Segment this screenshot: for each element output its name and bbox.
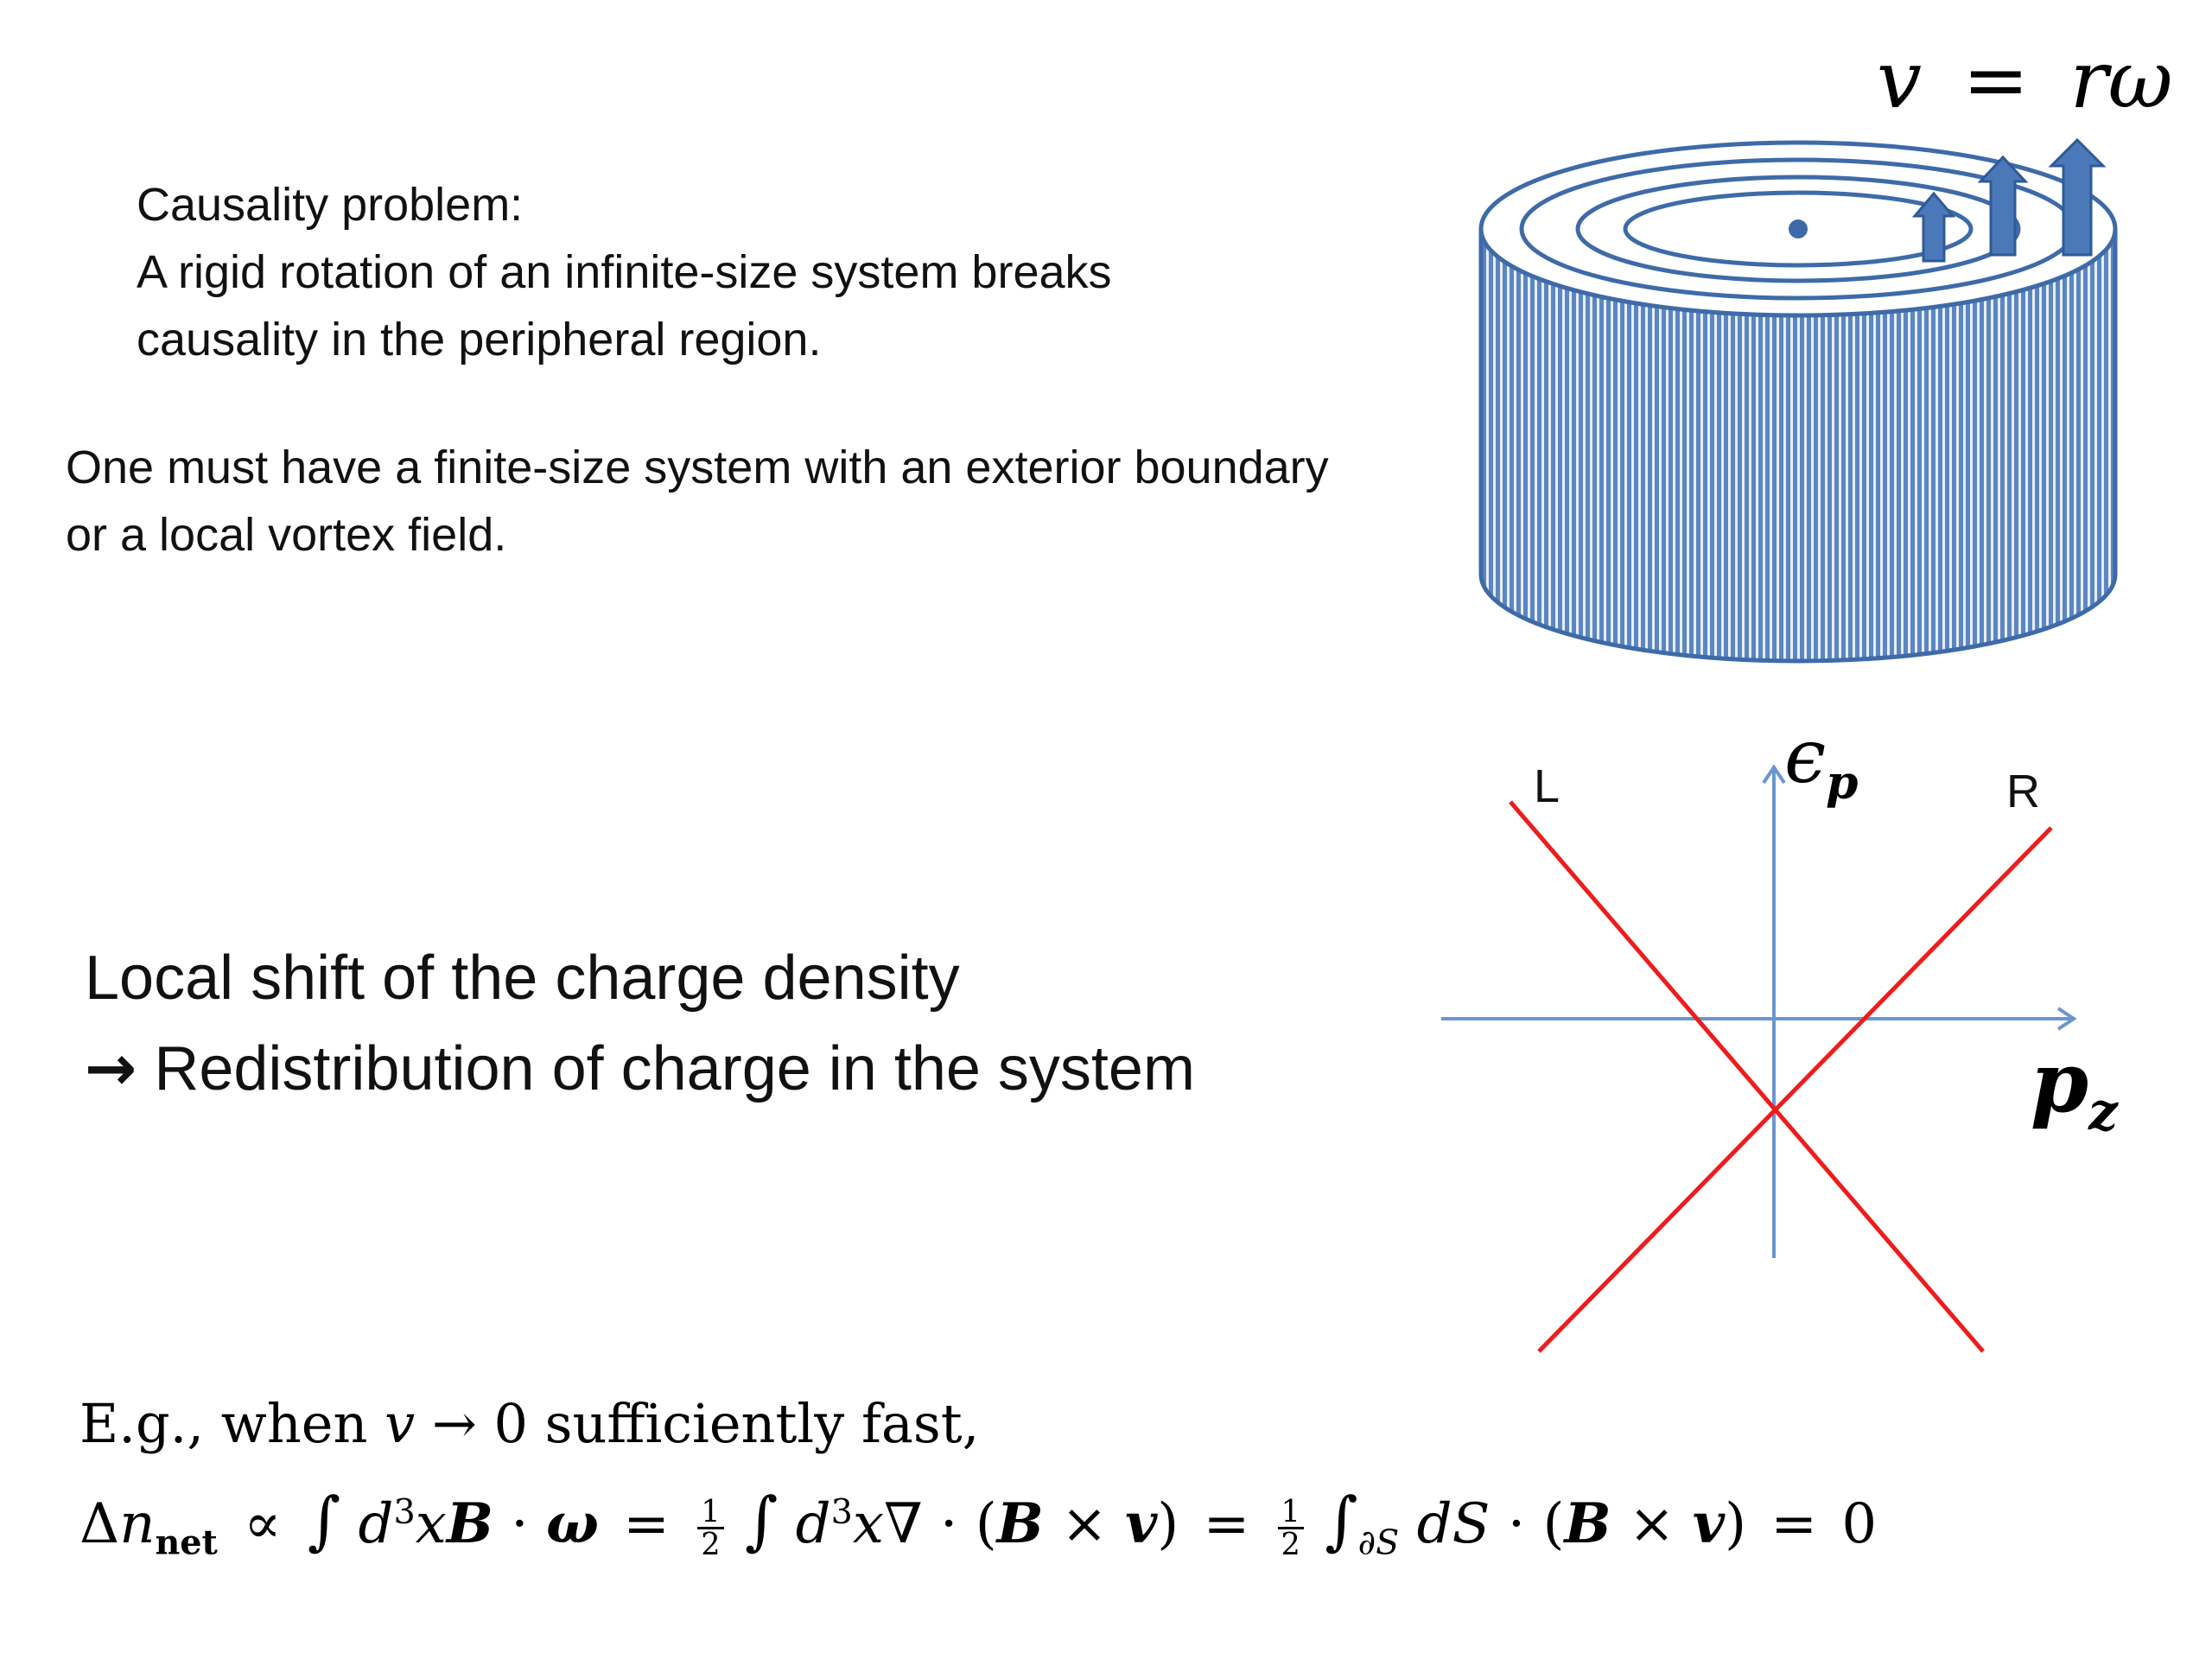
- causality-line-1: A rigid rotation of an infinite-size sys…: [137, 246, 1112, 298]
- velocity-arrow-small: [1911, 191, 1956, 263]
- integral-1: ∫: [307, 1484, 341, 1558]
- d-symbol-2: d: [795, 1491, 831, 1556]
- cube-1: 3: [393, 1492, 416, 1532]
- causality-line-2: causality in the peripheral region.: [137, 314, 822, 365]
- boundary-subscript: ∂S: [1357, 1522, 1400, 1563]
- velocity-arrow-large: [2048, 137, 2107, 257]
- times-1: ×: [1061, 1491, 1108, 1556]
- omega-symbol: ω: [2107, 34, 2173, 126]
- lparen-1: (: [975, 1491, 997, 1556]
- lparen-2: (: [1542, 1491, 1565, 1556]
- charge-line-2: → Redistribution of charge in the system: [85, 1023, 1195, 1114]
- delta-symbol: Δ: [79, 1491, 120, 1556]
- charge-line-1: Local shift of the charge density: [85, 944, 960, 1013]
- v-symbol: v: [1877, 34, 1922, 126]
- example-line-1: E.g., when v → 0 sufficiently fast,: [79, 1388, 979, 1460]
- propto-symbol: ∝: [244, 1491, 282, 1556]
- epsilon-subscript: p: [1826, 754, 1859, 810]
- equals-2: =: [1203, 1491, 1250, 1556]
- x-symbol-2: x: [852, 1491, 884, 1556]
- eg-text: E.g., when: [79, 1392, 368, 1455]
- left-chirality-label: L: [1534, 760, 1560, 812]
- equals-3: =: [1770, 1491, 1817, 1556]
- epsilon-symbol: ϵ: [1784, 714, 1827, 800]
- implies-arrow: →: [85, 1032, 137, 1104]
- rparen-2: ): [1725, 1491, 1747, 1556]
- eg-v-symbol: v: [385, 1392, 416, 1455]
- integral-2: ∫: [744, 1484, 779, 1558]
- B-symbol-3: B: [1564, 1491, 1611, 1556]
- rparen-1: ): [1157, 1491, 1179, 1556]
- finite-line-2: or a local vortex field.: [66, 509, 507, 561]
- dot-3: ·: [1507, 1491, 1526, 1556]
- velocity-formula: v = rω: [1877, 33, 2173, 128]
- dot-1: ·: [511, 1491, 529, 1556]
- energy-axis-label: ϵp: [1784, 714, 1858, 826]
- times-2: ×: [1628, 1491, 1675, 1556]
- eg-to-zero-text: → 0 sufficiently fast,: [431, 1392, 980, 1455]
- momentum-axis-arrowhead: [2056, 1007, 2077, 1031]
- momentum-axis-label: pz: [2031, 1035, 2118, 1160]
- cube-2: 3: [830, 1492, 853, 1532]
- equals-symbol: =: [1962, 34, 2030, 126]
- B-symbol-1: B: [446, 1491, 493, 1556]
- v-bold-2: v: [1692, 1491, 1726, 1556]
- integral-3: ∫: [1325, 1484, 1358, 1558]
- left-handed-line: [1509, 800, 1985, 1353]
- charge-line-2-text: Redistribution of charge in the system: [154, 1034, 1195, 1103]
- d-symbol-1: d: [358, 1491, 394, 1556]
- dS-symbol: dS: [1416, 1491, 1491, 1556]
- equals-1: =: [623, 1491, 670, 1556]
- finite-line-1: One must have a finite-size system with …: [66, 442, 1329, 493]
- net-subscript: net: [155, 1522, 218, 1563]
- zero-result: 0: [1841, 1491, 1878, 1556]
- n-symbol: n: [119, 1491, 156, 1556]
- rotation-center-dot: [1789, 219, 1808, 238]
- x-symbol-1: x: [415, 1491, 447, 1556]
- causality-heading: Causality problem:: [137, 179, 524, 231]
- energy-axis-arrowhead: [1762, 764, 1786, 785]
- ring-inner: [1623, 190, 1974, 268]
- dot-2: ·: [940, 1491, 958, 1556]
- velocity-arrow-medium: [1977, 155, 2029, 257]
- p-symbol: p: [2031, 1033, 2089, 1131]
- right-handed-line: [1537, 826, 2053, 1353]
- nabla-symbol: ∇: [883, 1491, 923, 1556]
- ring-middle: [1575, 175, 2021, 283]
- r-symbol: r: [2069, 34, 2108, 126]
- omega-bold: ω: [545, 1491, 599, 1556]
- p-subscript: z: [2088, 1081, 2118, 1142]
- B-symbol-2: B: [996, 1491, 1044, 1556]
- right-chirality-label: R: [2006, 766, 2040, 817]
- v-bold-1: v: [1125, 1491, 1158, 1556]
